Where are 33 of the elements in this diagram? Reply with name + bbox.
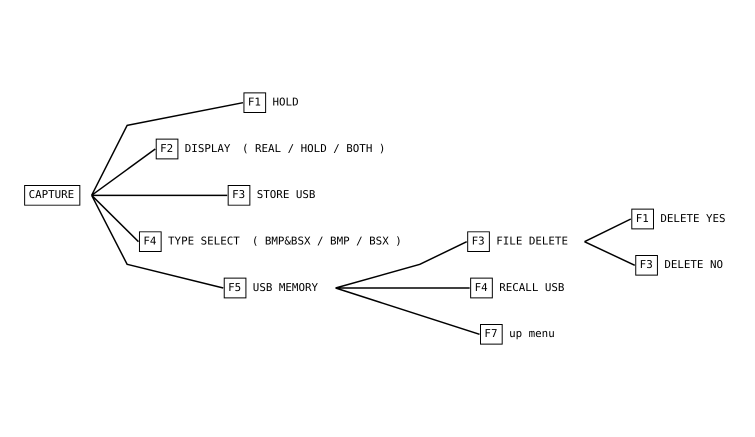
node-label: USB MEMORY: [252, 280, 318, 294]
node-box: F1: [243, 92, 266, 114]
node-label: RECALL USB: [499, 280, 564, 294]
node-label: DELETE YES: [660, 212, 726, 225]
node-label: TYPE SELECT: [168, 234, 240, 248]
node-box: F5: [224, 278, 246, 298]
node-label: DELETE NO: [664, 258, 723, 272]
node-label: FILE DELETE: [496, 234, 568, 248]
node-label: ( BMP&BSX / BMP / BSX ): [252, 234, 402, 248]
node-box: F3: [467, 231, 490, 252]
connector: [92, 194, 228, 196]
node-label: STORE USB: [256, 188, 316, 202]
node-box: F2: [156, 138, 178, 160]
connector: [335, 241, 468, 289]
node-box: F4: [470, 278, 493, 298]
node-box: CAPTURE: [24, 184, 80, 206]
connector: [335, 287, 480, 336]
node-label: HOLD: [272, 95, 299, 108]
node-box: F7: [480, 324, 503, 345]
connector: [584, 218, 632, 242]
node-box: F3: [228, 184, 250, 206]
connector: [91, 195, 224, 289]
node-label: up menu: [509, 327, 555, 340]
connector: [336, 287, 470, 289]
connector: [91, 148, 156, 196]
connector: [584, 241, 636, 266]
node-box: F1: [631, 208, 654, 230]
node-label: DISPLAY: [184, 142, 230, 155]
node-label: ( REAL / HOLD / BOTH ): [242, 142, 386, 155]
connector: [91, 194, 139, 242]
node-box: F3: [635, 254, 658, 276]
connector: [91, 102, 244, 196]
node-box: F4: [138, 231, 162, 252]
